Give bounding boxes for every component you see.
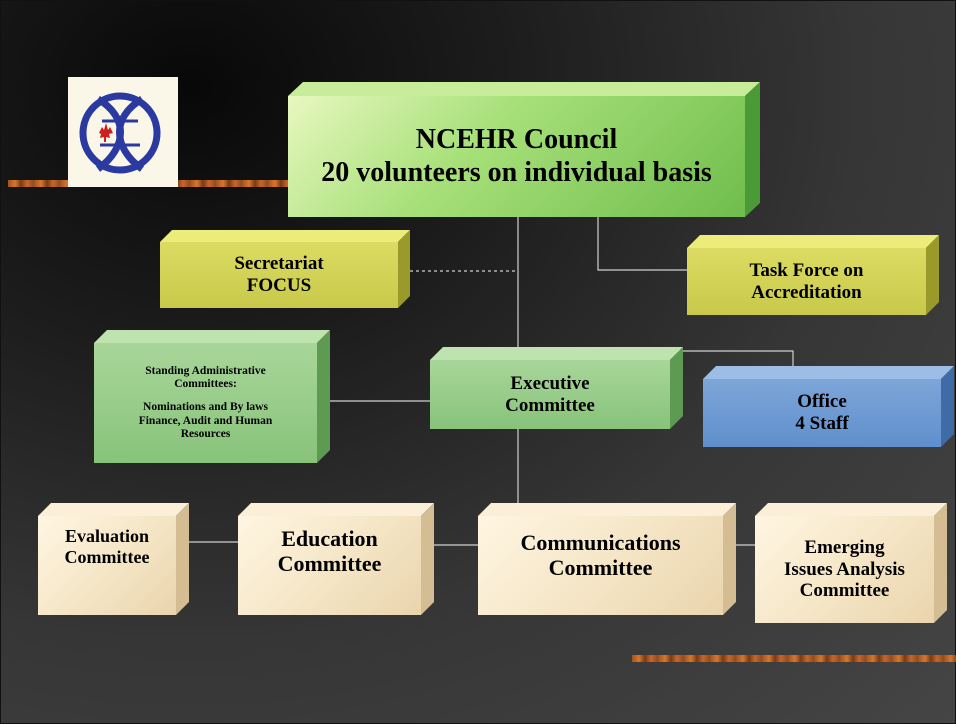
logo-emblem-icon (79, 92, 161, 174)
standing-line3: Nominations and By laws (143, 401, 268, 414)
education-committee-box: Education Committee (238, 503, 434, 615)
secretariat-line2: FOCUS (246, 275, 312, 296)
communications-line2: Committee (548, 555, 653, 581)
evaluation-line1: Evaluation (64, 526, 150, 546)
emerging-issues-committee-box: Emerging Issues Analysis Committee (755, 503, 947, 623)
communications-line1: Communications (520, 530, 681, 555)
emerging-line1: Emerging (804, 536, 885, 558)
ncehr-logo (68, 77, 178, 187)
office-line1: Office (797, 391, 847, 413)
task-force-line1: Task Force on (749, 259, 864, 281)
decorative-stripe-bottom (632, 655, 956, 662)
communications-committee-box: Communications Committee (478, 503, 736, 615)
executive-committee-box: Executive Committee (430, 347, 683, 429)
executive-line2: Committee (505, 394, 595, 416)
standing-line2: Committees: (174, 378, 237, 391)
council-subtitle: 20 volunteers on individual basis (321, 156, 712, 188)
standing-line4: Finance, Audit and Human (138, 414, 273, 427)
evaluation-line2: Committee (64, 546, 150, 567)
office-line2: 4 Staff (795, 413, 849, 434)
education-line2: Committee (277, 551, 382, 577)
council-box: NCEHR Council 20 volunteers on individua… (288, 82, 760, 217)
office-box: Office 4 Staff (703, 366, 954, 447)
task-force-box: Task Force on Accreditation (687, 235, 939, 315)
standing-line1: Standing Administrative (145, 364, 266, 377)
maple-leaf-icon (99, 123, 113, 142)
task-force-line2: Accreditation (751, 281, 862, 303)
link-council-taskforce (597, 215, 687, 271)
secretariat-box: Secretariat FOCUS (160, 230, 410, 308)
evaluation-committee-box: Evaluation Committee (38, 503, 189, 615)
emerging-line2: Issues Analysis (784, 558, 905, 580)
education-line1: Education (281, 526, 378, 551)
executive-line1: Executive (510, 372, 590, 394)
emerging-line3: Committee (799, 580, 890, 602)
standing-committees-box: Standing Administrative Committees: Nomi… (94, 330, 330, 463)
standing-line5: Resources (180, 427, 231, 440)
council-title: NCEHR Council (415, 124, 618, 156)
secretariat-line1: Secretariat (234, 253, 324, 275)
